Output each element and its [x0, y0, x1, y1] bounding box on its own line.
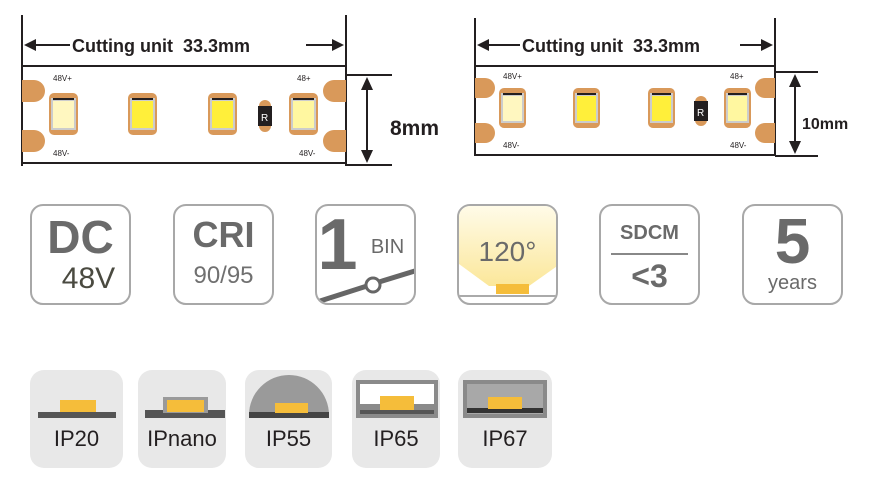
bin-switch-icon — [317, 268, 414, 303]
pad-label: 48V+ — [503, 72, 522, 81]
one-bin-badge: 1 BIN — [315, 204, 416, 305]
pad-label: 48V- — [730, 141, 747, 150]
ip20-rating: IP20 — [30, 370, 123, 468]
ip55-rating: IP55 — [245, 370, 332, 468]
cutting-unit-label: Cutting unit 33.3mm — [522, 36, 700, 56]
dc-voltage-badge: DC 48V — [30, 204, 131, 305]
ip67-rating: IP67 — [458, 370, 552, 468]
pad-label: 48V- — [503, 141, 520, 150]
beam-angle-badge: 120° — [457, 204, 558, 305]
pad-label: 48V+ — [53, 74, 72, 83]
pad-label: 48V- — [53, 149, 70, 158]
strip-8mm-diagram: Cutting unit 33.3mm 8mm R 48V+ 48V- 48+ … — [21, 15, 848, 166]
sdcm-badge: SDCM <3 — [599, 204, 700, 305]
pad-label: 48+ — [297, 74, 311, 83]
resistor-label: R — [261, 113, 268, 124]
cri-badge: CRI 90/95 — [173, 204, 274, 305]
resistor-label: R — [697, 108, 704, 119]
led-chips — [499, 88, 751, 128]
warranty-badge: 5 years — [742, 204, 843, 305]
strip-width-label: 10mm — [802, 116, 848, 133]
cutting-unit-label: Cutting unit 33.3mm — [72, 36, 250, 56]
pad-label: 48V- — [299, 149, 316, 158]
led-chips — [49, 93, 318, 135]
ip65-rating: IP65 — [352, 370, 440, 468]
pad-label: 48+ — [730, 72, 744, 81]
ipnano-rating: IPnano — [138, 370, 226, 468]
strip-width-label: 8mm — [390, 117, 439, 140]
light-beam-icon — [459, 206, 556, 297]
